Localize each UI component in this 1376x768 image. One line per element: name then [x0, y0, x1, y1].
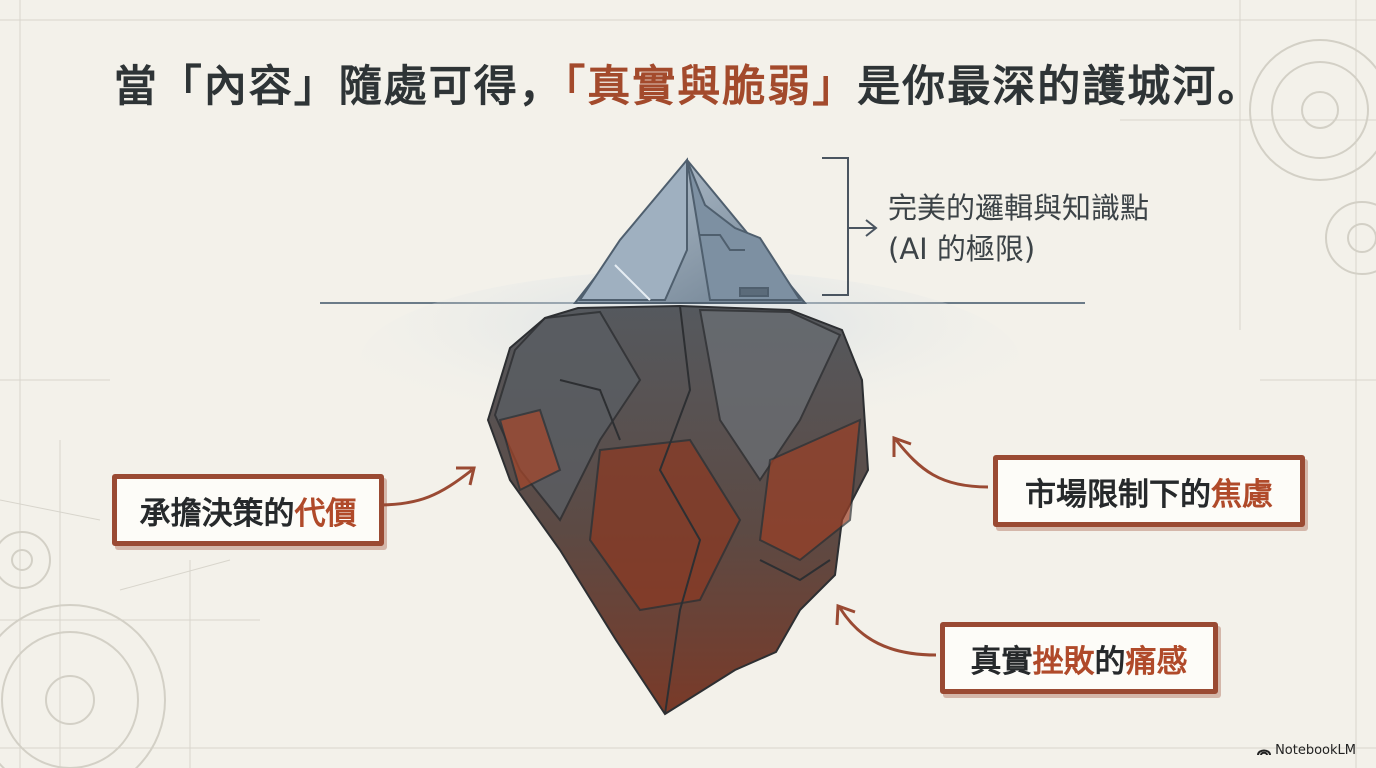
tip-label-line2: (AI 的極限) — [888, 232, 1036, 266]
arrow-icon-pain — [835, 603, 937, 657]
tip-bracket — [822, 157, 849, 296]
title-accent: 「真實與脆弱」 — [563, 62, 858, 112]
callout-market-anxiety: 市場限制下的焦慮 — [993, 455, 1305, 527]
callout-text: 真實 — [970, 643, 1033, 680]
iceberg-rock — [486, 304, 870, 716]
gear-icon-top-right — [1249, 39, 1376, 275]
arrow-icon-anxiety — [892, 435, 989, 489]
brand-label: NotebookLM — [1275, 743, 1356, 758]
callout-text: 的 — [1094, 643, 1126, 680]
arrow-icon-cost — [377, 466, 476, 507]
callout-real-pain: 真實挫敗的痛感 — [940, 622, 1218, 694]
tip-label-line1: 完美的邏輯與知識點 — [888, 191, 1150, 225]
callout-highlight: 挫敗 — [1032, 643, 1095, 680]
page-title: 當「內容」隨處可得，「真實與脆弱」是你最深的護城河。 — [0, 52, 1376, 114]
callout-text: 市場限制下的 — [1025, 476, 1211, 513]
callout-highlight: 痛感 — [1125, 643, 1188, 680]
gear-icon-bottom-left — [0, 531, 166, 768]
tip-label: 完美的邏輯與知識點 (AI 的極限) — [888, 188, 1149, 270]
title-part2: 是你最深的護城河。 — [857, 62, 1263, 112]
brand-watermark: NotebookLM — [1257, 743, 1356, 758]
iceberg-tip — [572, 157, 808, 304]
callout-text: 承擔決策的 — [139, 495, 295, 532]
callout-highlight: 焦慮 — [1211, 476, 1273, 513]
title-part1: 當「內容」隨處可得， — [113, 62, 564, 112]
callout-decision-cost: 承擔決策的代價 — [112, 474, 384, 546]
callout-highlight: 代價 — [294, 495, 357, 532]
notebooklm-logo-icon — [1257, 749, 1272, 755]
